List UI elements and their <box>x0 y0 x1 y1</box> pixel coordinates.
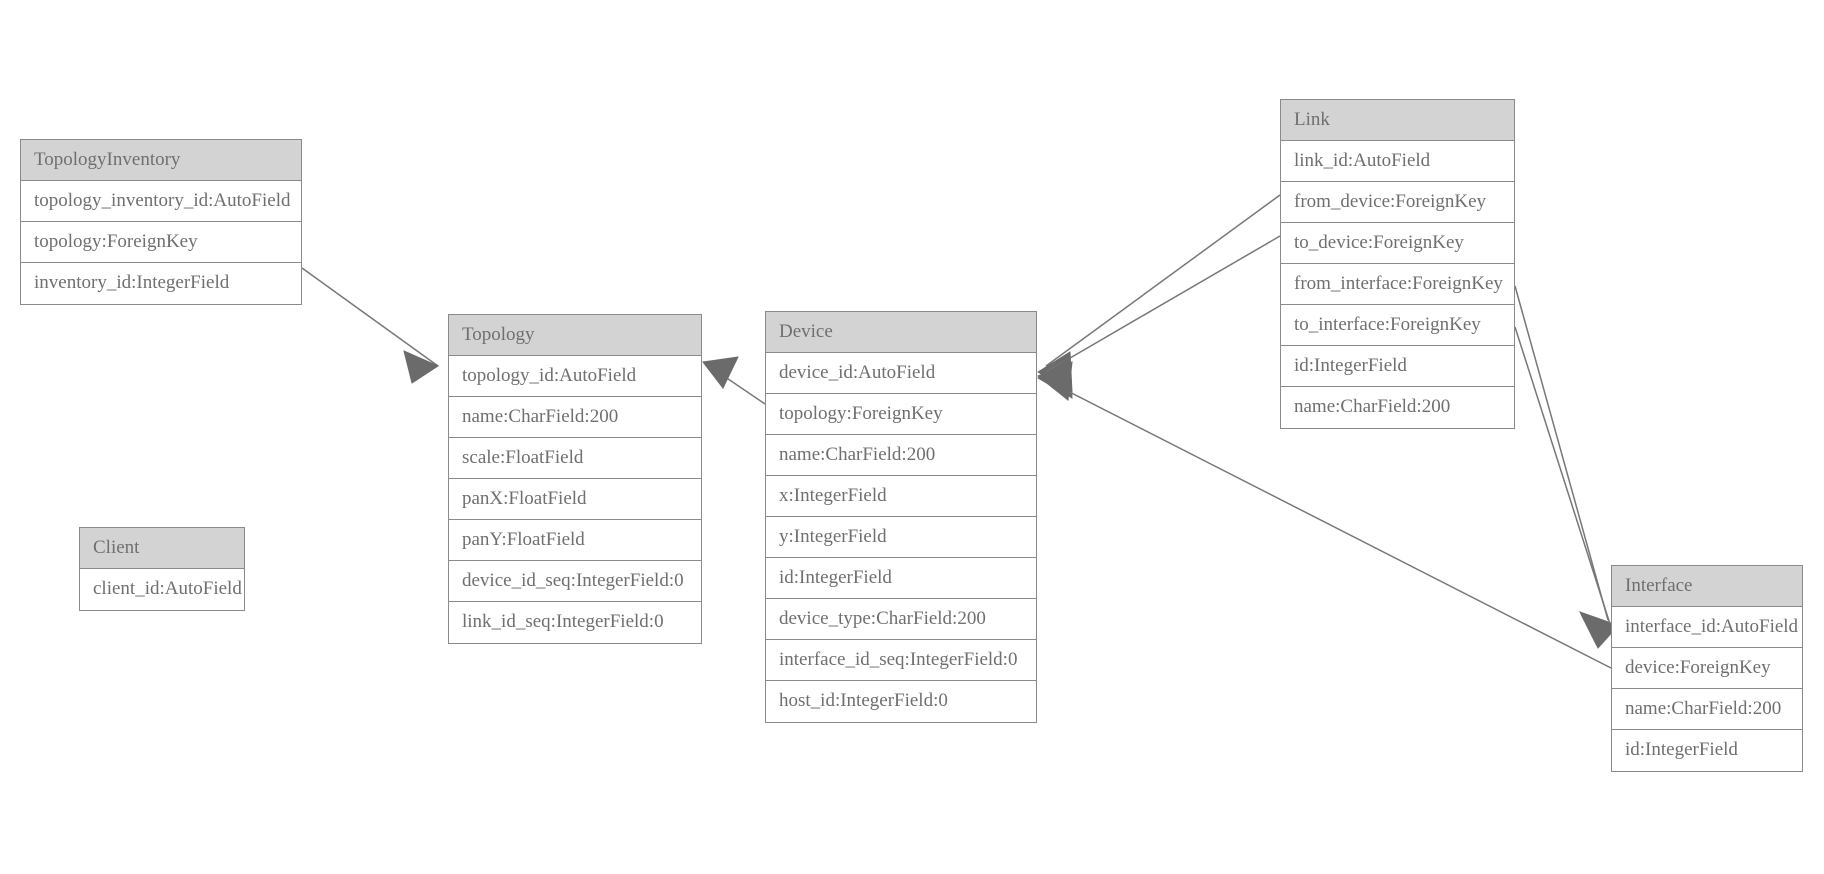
relationship-link-from-interface <box>1514 285 1615 645</box>
entity-field-row: device_type:CharField:200 <box>766 599 1036 640</box>
entity-field-row: link_id_seq:IntegerField:0 <box>449 602 701 643</box>
entity-field-row: client_id:AutoField <box>80 569 244 610</box>
entity-title-link: Link <box>1281 100 1514 141</box>
entity-field-row: interface_id_seq:IntegerField:0 <box>766 640 1036 681</box>
entity-field-row: topology:ForeignKey <box>766 394 1036 435</box>
entity-field-row: device_id:AutoField <box>766 353 1036 394</box>
relationship-line <box>1514 326 1611 625</box>
entity-field-row: to_interface:ForeignKey <box>1281 305 1514 346</box>
entity-field-row: x:IntegerField <box>766 476 1036 517</box>
entity-field-row: topology_inventory_id:AutoField <box>21 181 301 222</box>
relationship-line <box>301 267 439 367</box>
entity-field-row: topology_id:AutoField <box>449 356 701 397</box>
entity-field-row: y:IntegerField <box>766 517 1036 558</box>
entity-field-row: from_interface:ForeignKey <box>1281 264 1514 305</box>
relationship-topologyinventory-topology <box>301 267 440 384</box>
entity-field-row: topology:ForeignKey <box>21 222 301 263</box>
entity-field-row: scale:FloatField <box>449 438 701 479</box>
entity-field-row: id:IntegerField <box>766 558 1036 599</box>
entity-field-row: id:IntegerField <box>1281 346 1514 387</box>
relationship-arrowhead-icon <box>1037 351 1073 393</box>
relationship-line <box>1045 194 1281 367</box>
entity-field-row: inventory_id:IntegerField <box>21 263 301 304</box>
entity-field-row: name:CharField:200 <box>449 397 701 438</box>
entity-field-row: device:ForeignKey <box>1612 648 1802 689</box>
entity-title-topology: Topology <box>449 315 701 356</box>
entity-field-row: device_id_seq:IntegerField:0 <box>449 561 701 602</box>
entity-field-row: interface_id:AutoField <box>1612 607 1802 648</box>
entity-field-row: name:CharField:200 <box>1281 387 1514 428</box>
entity-field-row: to_device:ForeignKey <box>1281 223 1514 264</box>
entity-title-device: Device <box>766 312 1036 353</box>
relationship-link-to-interface <box>1514 326 1617 649</box>
relationship-arrowhead-icon <box>1578 611 1615 645</box>
entity-title-client: Client <box>80 528 244 569</box>
relationship-link-from-device <box>1037 194 1281 393</box>
relationship-line <box>711 367 766 405</box>
entity-field-row: from_device:ForeignKey <box>1281 182 1514 223</box>
relationship-arrowhead-icon <box>403 350 440 384</box>
entity-field-row: id:IntegerField <box>1612 730 1802 771</box>
entity-field-row: panX:FloatField <box>449 479 701 520</box>
entity-title-interface: Interface <box>1612 566 1802 607</box>
relationship-arrowhead-icon <box>1037 357 1073 399</box>
entity-title-topology_inventory: TopologyInventory <box>21 140 301 181</box>
entity-field-row: link_id:AutoField <box>1281 141 1514 182</box>
entity-field-row: name:CharField:200 <box>1612 689 1802 730</box>
relationship-line <box>1514 285 1609 621</box>
relationship-arrowhead-icon <box>702 356 739 389</box>
entity-field-row: name:CharField:200 <box>766 435 1036 476</box>
relationship-line <box>1045 235 1281 373</box>
relationship-arrowhead-icon <box>1037 361 1073 401</box>
relationship-link-to-device <box>1037 235 1281 399</box>
relationship-device-topology <box>702 356 766 405</box>
entity-field-row: host_id:IntegerField:0 <box>766 681 1036 722</box>
entity-field-row: panY:FloatField <box>449 520 701 561</box>
